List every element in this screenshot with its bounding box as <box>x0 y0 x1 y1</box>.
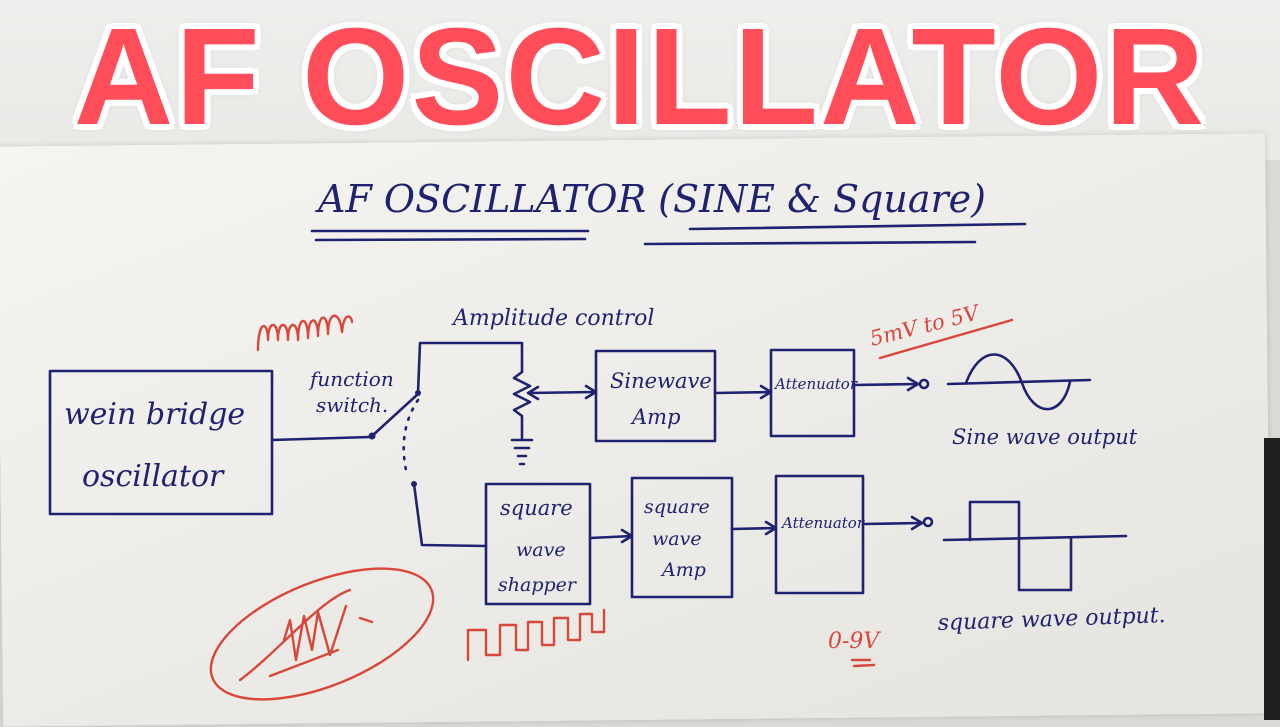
attenuator-bottom-output-arrow <box>861 515 924 531</box>
sine-amp-label-2: Amp <box>630 405 681 429</box>
attenuator-bottom-label: Attenuator <box>780 514 865 532</box>
red-sine-squiggle <box>256 314 354 352</box>
square-shaper-label-3: shapper <box>498 574 578 596</box>
square-amp-label-3: Amp <box>660 559 706 581</box>
function-switch-label-1: function <box>308 367 394 391</box>
red-square-pulses <box>466 608 606 662</box>
wein-bridge-label-2: oscillator <box>82 459 225 494</box>
wein-bridge-block <box>48 369 274 516</box>
switch-arm <box>370 392 420 438</box>
sine-amp-to-attenuator-arrow <box>713 384 773 400</box>
switch-to-square-wire <box>412 482 488 548</box>
diagram-heading: AF OSCILLATOR (SINE & Square) <box>315 177 986 221</box>
square-output-terminal <box>922 516 934 528</box>
potentiometer <box>512 370 532 440</box>
range-top-underline <box>878 318 1014 360</box>
sine-amp-label-1: Sinewave <box>610 369 712 393</box>
shaper-to-square-amp-arrow <box>588 528 634 544</box>
sine-output-terminal <box>918 378 930 390</box>
range-top-label: 5mV to 5V <box>867 300 983 351</box>
square-axis <box>942 534 1128 542</box>
red-signature-scribble <box>238 588 374 682</box>
paper-background-top <box>0 0 1280 160</box>
square-shaper-label-2: wave <box>516 539 566 561</box>
square-amp-to-attenuator-arrow <box>730 520 778 536</box>
square-shaper-label-1: square <box>500 496 573 520</box>
attenuator-top-block <box>769 348 856 438</box>
square-shaper-block <box>484 482 592 606</box>
range-bottom-label: 0-9V <box>828 629 881 654</box>
red-signature-oval <box>209 567 435 701</box>
sine-amp-block <box>594 349 717 443</box>
banner-title: AF OSCILLATOR <box>73 0 1207 154</box>
square-output-label: square wave output. <box>937 603 1166 636</box>
sine-axis <box>946 378 1092 386</box>
attenuator-top-label: Attenuator <box>773 375 858 393</box>
switch-dotted-arc <box>402 398 420 472</box>
sine-output-label: Sine wave output <box>952 425 1138 449</box>
pot-to-sine-amp-arrow <box>526 384 598 401</box>
heading-underline-3 <box>688 222 1027 231</box>
sine-wave <box>964 353 1072 411</box>
attenuator-top-output-arrow <box>852 376 920 392</box>
square-wave <box>968 500 1073 592</box>
square-amp-label-2: wave <box>652 528 702 550</box>
dark-edge <box>1264 438 1280 720</box>
heading-underline-2 <box>314 237 587 242</box>
amplitude-wire <box>416 341 524 395</box>
oscillator-to-switch-line <box>270 435 372 442</box>
function-switch-label-2: switch. <box>316 393 388 417</box>
ground-symbol <box>510 438 534 466</box>
range-bottom-underline <box>850 658 876 668</box>
heading-underline-4 <box>643 240 977 246</box>
amplitude-control-label: Amplitude control <box>451 306 654 331</box>
square-amp-block <box>630 476 734 599</box>
wein-bridge-label-1: wein bridge <box>64 397 245 432</box>
square-amp-label-1: square <box>644 496 710 518</box>
attenuator-bottom-block <box>774 474 865 595</box>
